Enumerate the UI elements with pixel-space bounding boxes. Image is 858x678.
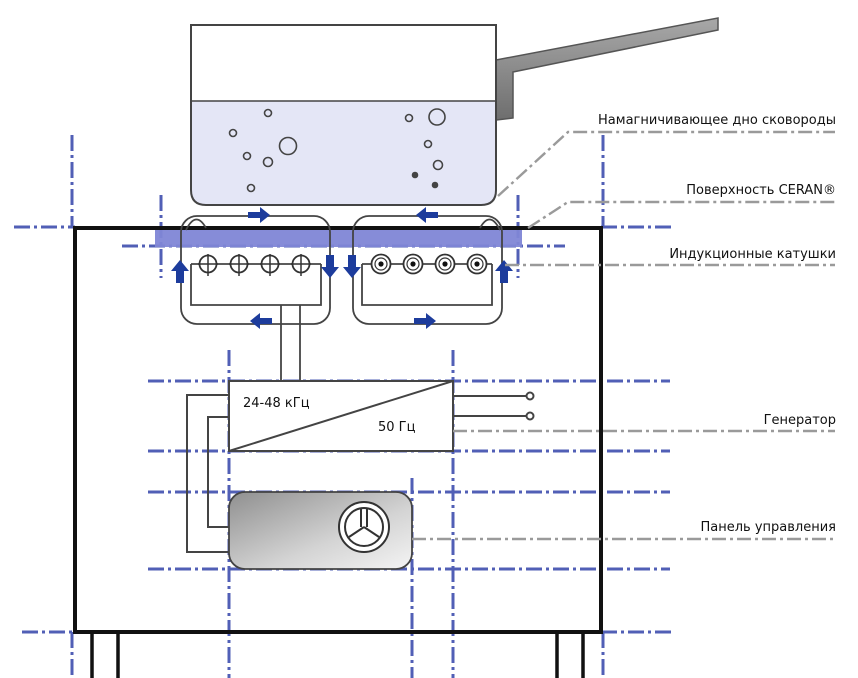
coil-wire-right bbox=[361, 264, 493, 306]
bubble bbox=[411, 171, 419, 179]
pan-liquid bbox=[191, 101, 496, 205]
generator-mains-frequency-label: 50 Гц bbox=[378, 420, 416, 435]
coil-wire-left bbox=[190, 264, 322, 306]
bubble bbox=[242, 151, 252, 161]
cabinet-legs bbox=[90, 632, 585, 678]
bubble bbox=[404, 113, 414, 123]
coil-cross-icon bbox=[260, 254, 280, 276]
control-wire bbox=[186, 394, 232, 553]
arrow-up-icon bbox=[495, 260, 513, 283]
arrow-right-icon bbox=[414, 313, 436, 329]
bubble bbox=[431, 181, 439, 189]
arrow-down-icon bbox=[343, 255, 361, 278]
bubble bbox=[262, 156, 274, 168]
coil-cross-icon bbox=[291, 254, 311, 276]
bubble bbox=[428, 108, 446, 126]
arrow-down-icon bbox=[321, 255, 339, 278]
callout-induction-coils: Индукционные катушки bbox=[669, 247, 836, 262]
leader-pan-bottom bbox=[497, 130, 835, 197]
terminal-node bbox=[525, 391, 535, 401]
arrow-left-icon bbox=[416, 207, 438, 223]
field-arrows bbox=[171, 207, 513, 329]
saucepan bbox=[190, 17, 719, 206]
terminal-node bbox=[525, 411, 535, 421]
control-wire bbox=[207, 416, 232, 528]
induction-coils-left bbox=[198, 254, 311, 276]
arrow-right-icon bbox=[248, 207, 270, 223]
induction-coils-right bbox=[370, 253, 488, 275]
bubble bbox=[432, 159, 444, 171]
bubble bbox=[278, 136, 298, 156]
coil-dot-icon bbox=[370, 253, 392, 275]
control-knob-icon bbox=[348, 508, 380, 538]
bubble bbox=[263, 108, 273, 118]
generator-diagonal bbox=[228, 380, 454, 452]
leader-lines bbox=[412, 130, 835, 541]
coil-cross-icon bbox=[198, 254, 218, 276]
pan-edge-arc-right bbox=[479, 218, 501, 231]
coil-cross-icon bbox=[229, 254, 249, 276]
pan-handle bbox=[495, 17, 719, 121]
coil-dot-icon bbox=[402, 253, 424, 275]
bubble bbox=[246, 183, 256, 193]
callout-pan-bottom: Намагничивающее дно сковороды bbox=[598, 113, 836, 128]
cooktop-cabinet bbox=[73, 226, 603, 634]
coil-dot-icon bbox=[466, 253, 488, 275]
leader-ceran bbox=[527, 200, 835, 230]
arrow-up-icon bbox=[171, 260, 189, 283]
callout-generator: Генератор bbox=[763, 413, 836, 428]
ceran-glass-surface bbox=[155, 230, 522, 247]
coil-dot-icon bbox=[434, 253, 456, 275]
bubbles bbox=[228, 108, 446, 193]
generator-high-frequency-label: 24-48 кГц bbox=[243, 396, 310, 411]
pan-edge-arc-left bbox=[185, 218, 207, 231]
control-panel bbox=[228, 491, 413, 570]
callout-control-panel: Панель управления bbox=[700, 520, 837, 535]
arrow-left-icon bbox=[250, 313, 272, 329]
bubble bbox=[423, 139, 433, 149]
bubble bbox=[228, 128, 238, 138]
generator-block bbox=[186, 380, 535, 553]
callout-ceran-surface: Поверхность CERAN® bbox=[686, 183, 836, 198]
pan-body bbox=[190, 24, 497, 206]
